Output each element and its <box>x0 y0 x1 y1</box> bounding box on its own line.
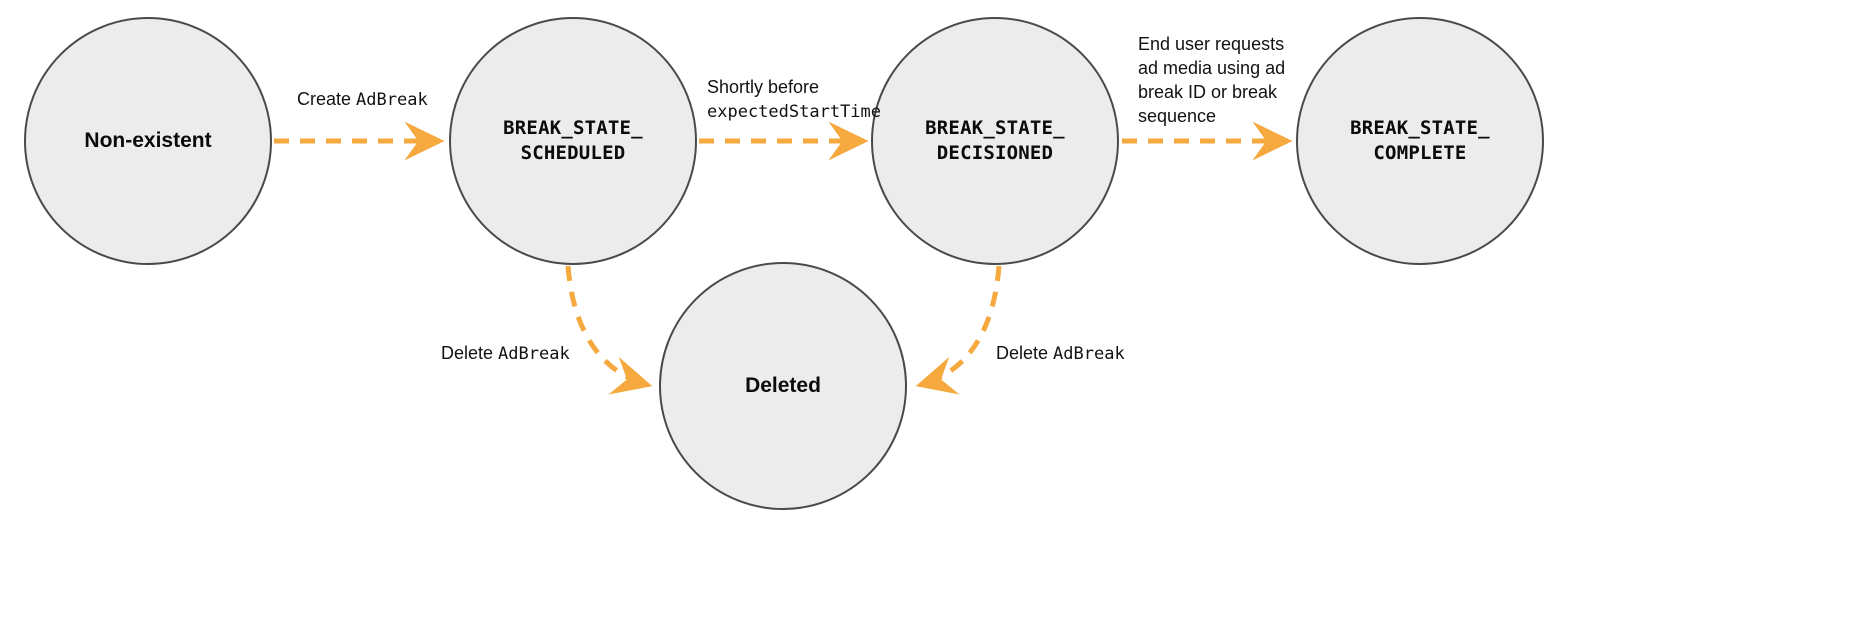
edge-label-create-adbreak-entity: AdBreak <box>356 90 428 110</box>
edge-label-decisioned-to-deleted-entity: AdBreak <box>1053 344 1125 364</box>
state-label-deleted: Deleted <box>745 374 821 398</box>
state-node-non-existent[interactable]: Non-existent <box>24 17 272 265</box>
edge-label-decisioned-to-deleted: Delete AdBreak <box>996 342 1125 366</box>
edge-label-decisioned-to-complete: End user requests ad media using ad brea… <box>1138 34 1286 126</box>
state-node-deleted[interactable]: Deleted <box>659 262 907 510</box>
edge-label-decisioned-to-deleted-verb: Delete <box>996 343 1054 363</box>
edge-label-scheduled-to-decisioned-line1: Shortly before <box>707 77 820 97</box>
edge-scheduled-to-deleted <box>565 265 653 395</box>
state-node-break-state-decisioned[interactable]: BREAK_STATE_ DECISIONED <box>871 17 1119 265</box>
edge-label-scheduled-to-decisioned-line2: expectedStartTime <box>707 101 881 122</box>
edge-label-scheduled-to-deleted-verb: Delete <box>441 343 499 363</box>
edge-label-scheduled-to-decisioned: Shortly before expectedStartTime <box>707 76 881 124</box>
edge-label-create-adbreak-verb: Create <box>297 89 357 109</box>
edge-label-scheduled-to-deleted-entity: AdBreak <box>498 344 570 364</box>
edge-label-create-adbreak: Create AdBreak <box>297 88 428 112</box>
state-label-non-existent: Non-existent <box>84 129 212 153</box>
state-label-break-state-decisioned: BREAK_STATE_ DECISIONED <box>925 116 1065 164</box>
edge-decisioned-to-deleted <box>915 265 1002 395</box>
edge-label-scheduled-to-deleted: Delete AdBreak <box>441 342 570 366</box>
state-label-break-state-complete: BREAK_STATE_ COMPLETE <box>1350 116 1490 164</box>
state-label-break-state-scheduled: BREAK_STATE_ SCHEDULED <box>503 116 643 164</box>
state-node-break-state-scheduled[interactable]: BREAK_STATE_ SCHEDULED <box>449 17 697 265</box>
state-node-break-state-complete[interactable]: BREAK_STATE_ COMPLETE <box>1296 17 1544 265</box>
